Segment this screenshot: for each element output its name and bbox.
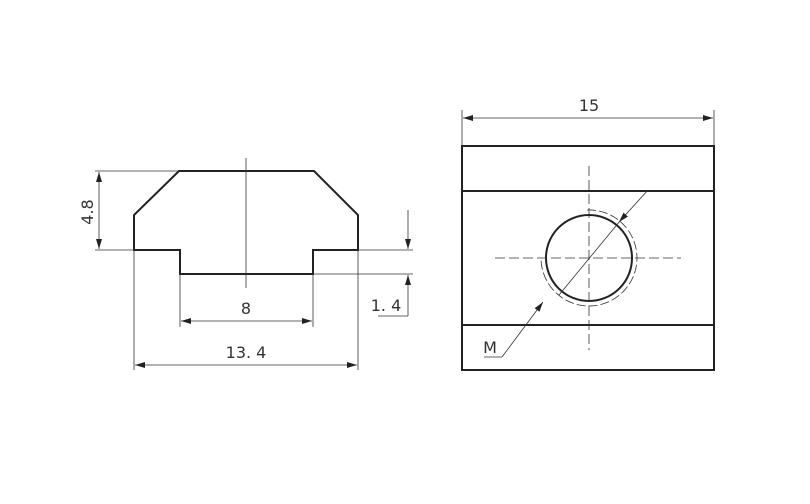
side-view: 4.8 1. 4 8 13. 4 — [78, 158, 413, 370]
slot-depth-dimension: 1. 4 — [313, 210, 413, 317]
thread-dimension: M — [483, 189, 649, 358]
width-dimension: 15 — [461, 96, 715, 146]
slot-width-label: 8 — [241, 299, 251, 318]
thread-outline-arc — [540, 209, 638, 307]
slot-width-dimension: 8 — [179, 274, 314, 327]
height-label: 4.8 — [78, 199, 97, 224]
width-label: 15 — [579, 96, 599, 115]
top-view: M 15 — [461, 96, 715, 371]
slot-depth-label: 1. 4 — [371, 296, 402, 315]
nut-outline — [461, 145, 715, 371]
thread-label: M — [483, 338, 497, 357]
overall-width-label: 13. 4 — [226, 343, 267, 362]
height-dimension: 4.8 — [78, 170, 179, 251]
overall-width-dimension: 13. 4 — [133, 250, 359, 370]
